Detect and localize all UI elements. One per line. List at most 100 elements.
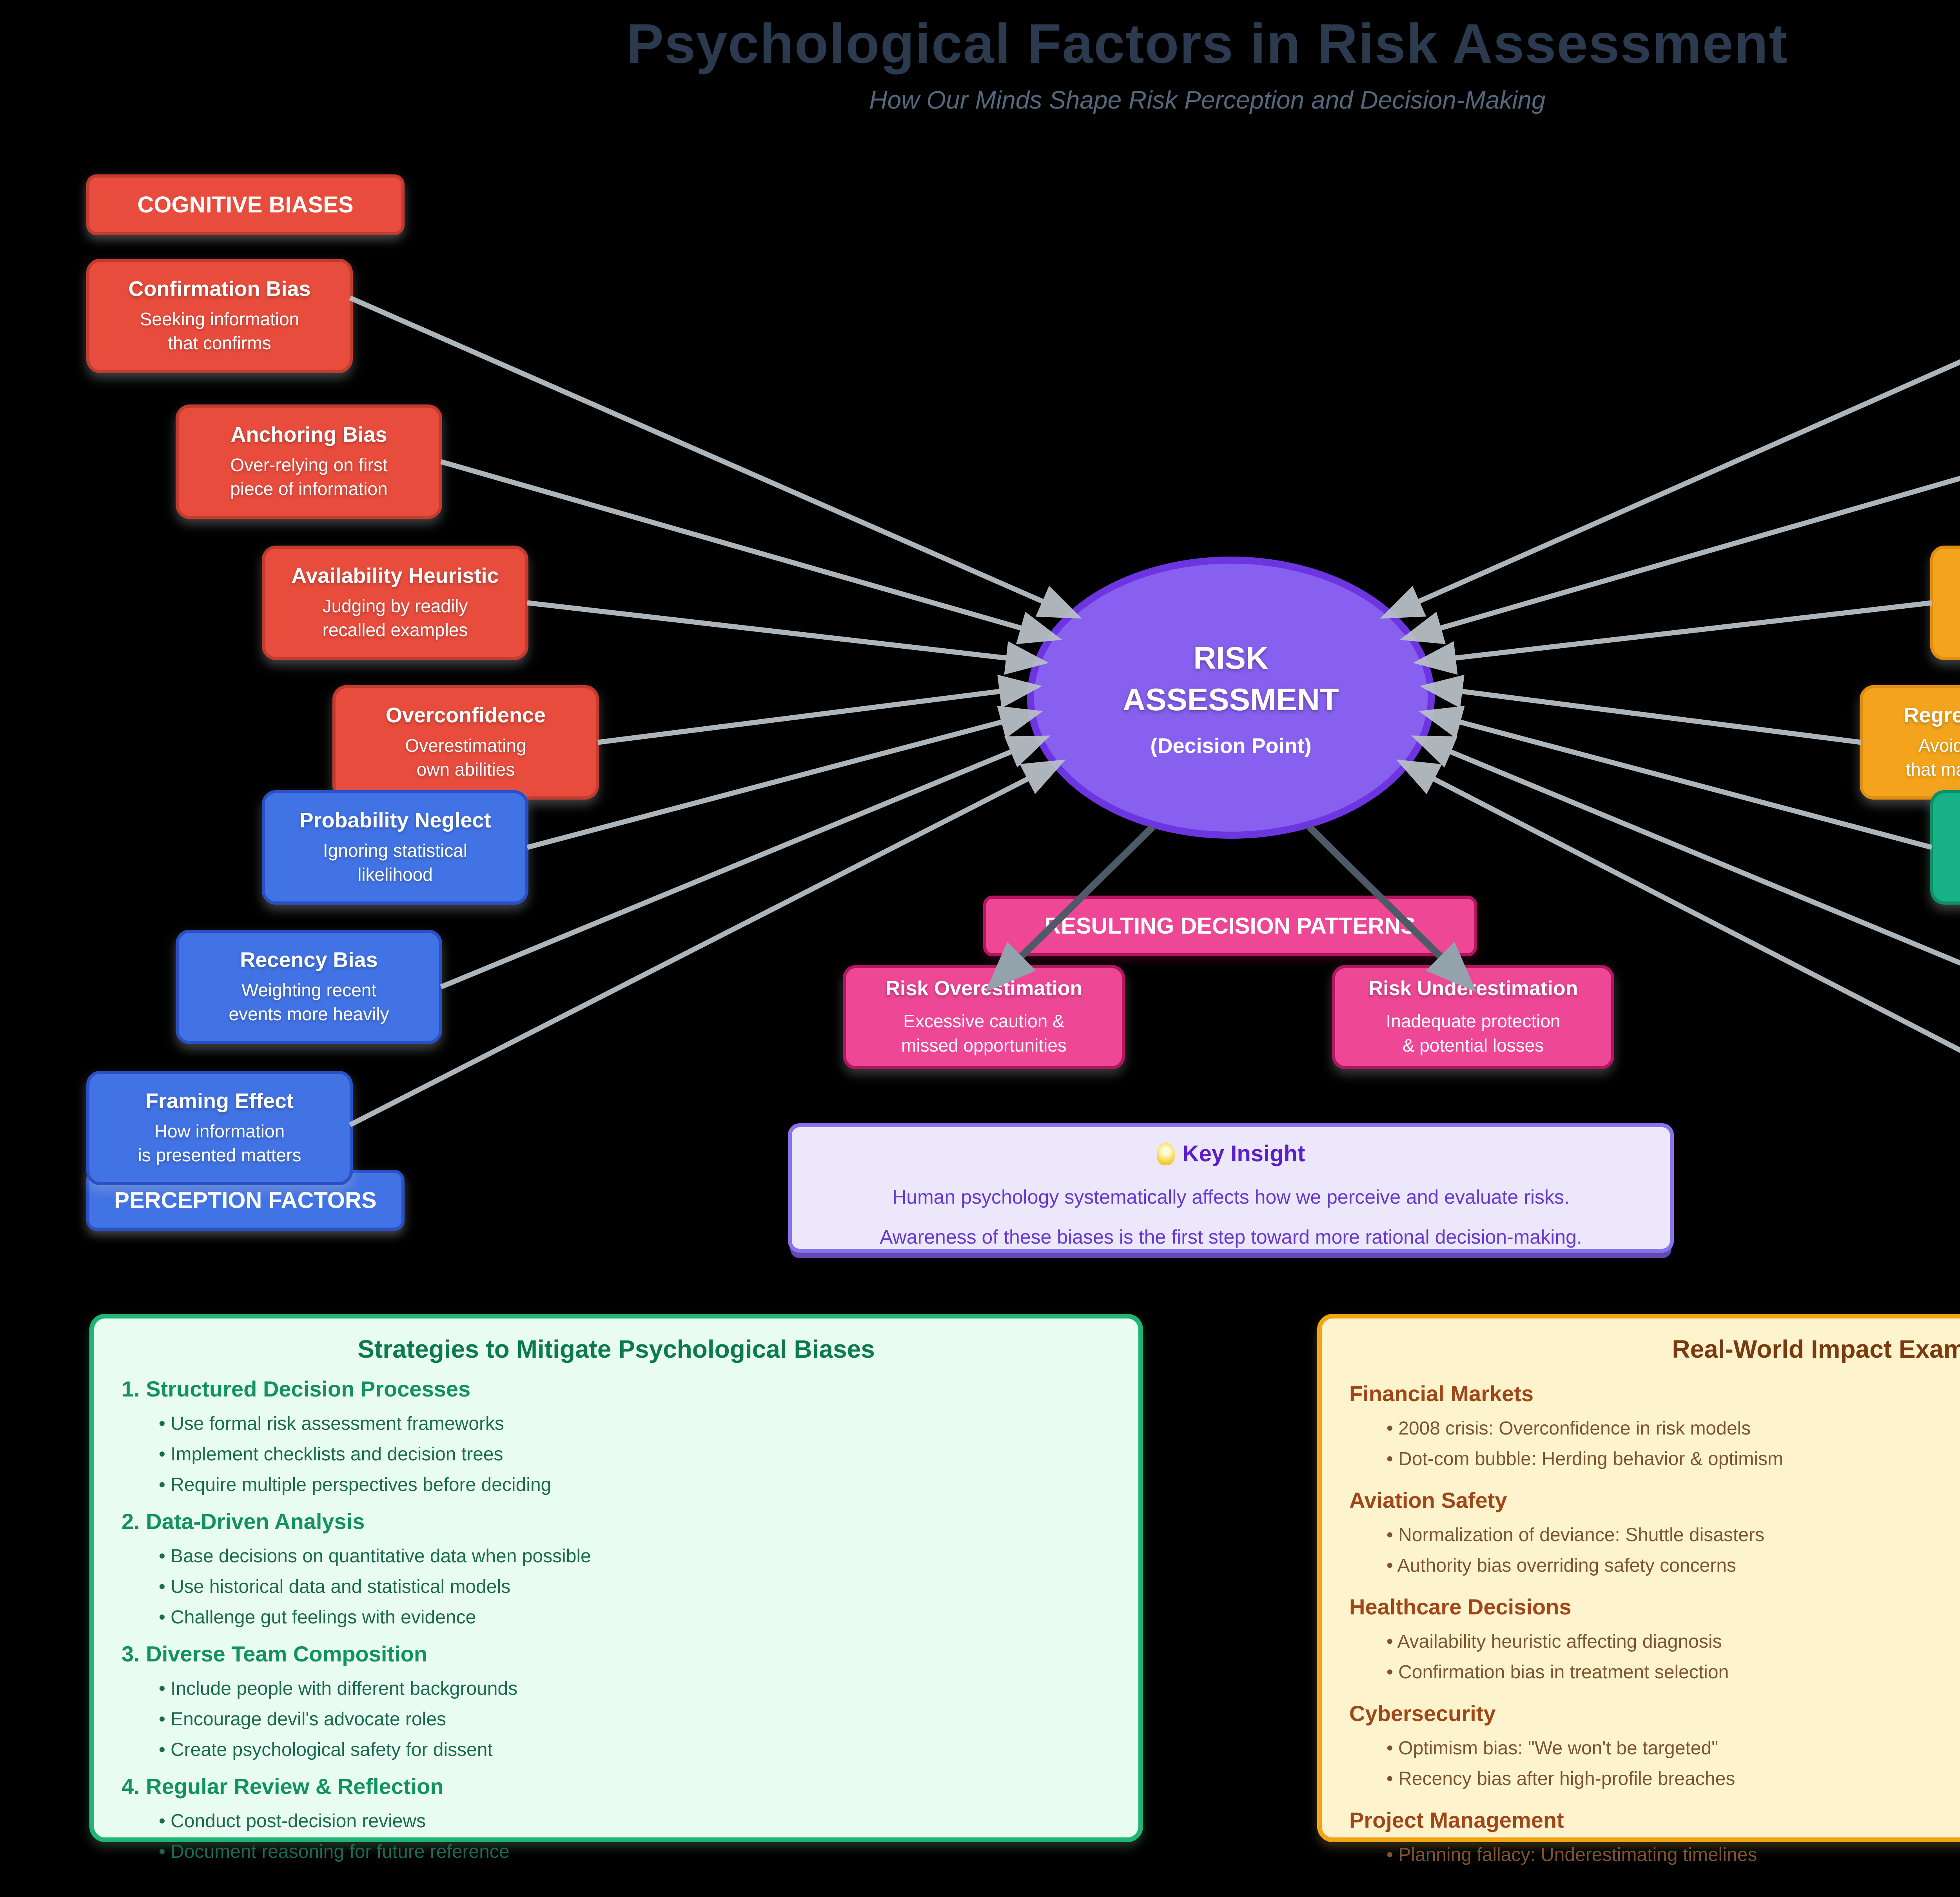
factor-framing-effect: Framing Effect How information is presen…: [86, 1071, 353, 1185]
box-risk-overestimation: Risk Overestimation Excessive caution & …: [843, 965, 1125, 1069]
decision-box-title: Risk Underestimation: [1368, 977, 1578, 1000]
factor-title: Overconfidence: [385, 704, 546, 727]
connector-line: [1413, 600, 1932, 675]
example-section-heading: Project Management: [1349, 1807, 1564, 1832]
center-node-line: ASSESSMENT: [1123, 682, 1339, 717]
header-resulting-decision-patterns: RESULTING DECISION PATTERNS: [983, 896, 1477, 956]
example-bullet: • Dot-com bubble: Herding behavior & opt…: [1387, 1448, 1783, 1469]
examples-panel: Real-World Impact Examples Financial Mar…: [1317, 1314, 1960, 1865]
key-insight-title: Key Insight: [1182, 1141, 1305, 1166]
connector-line: [1419, 675, 1862, 745]
factor-desc-line: events more heavily: [229, 1004, 389, 1024]
example-bullet: • Availability heuristic affecting diagn…: [1387, 1631, 1722, 1652]
strategy-bullet: • Conduct post-decision reviews: [159, 1810, 426, 1832]
center-node-line: RISK: [1193, 640, 1269, 676]
factor-title: Herding Behavior: [1943, 808, 1960, 832]
factor-desc-line: Losses feel worse: [1943, 594, 1960, 618]
center-node-subline: (Decision Point): [1150, 734, 1312, 758]
example-section-heading: Cybersecurity: [1349, 1701, 1496, 1726]
examples-panel-title: Real-World Impact Examples: [1672, 1335, 1960, 1363]
factor-desc-line: own abilities: [416, 759, 515, 780]
factor-title: Availability Heuristic: [291, 564, 499, 588]
factor-overconfidence: Overconfidence Overestimating own abilit…: [332, 685, 599, 800]
example-section-heading: Financial Markets: [1349, 1381, 1534, 1406]
connector-line: [440, 459, 1062, 644]
example-bullet: • Planning fallacy: Underestimating time…: [1387, 1844, 1757, 1865]
strategy-bullet: • Require multiple perspectives before d…: [159, 1474, 552, 1495]
factor-title: Framing Effect: [145, 1089, 294, 1113]
key-insight-title-row: Key Insight: [792, 1141, 1670, 1167]
key-insight-text: Human psychology systematically affects …: [892, 1186, 1570, 1208]
factor-desc-line: Weighting recent: [241, 980, 377, 1001]
example-bullet: • Optimism bias: "We won't be targeted": [1387, 1737, 1719, 1759]
factor-desc-line: Overestimating: [405, 735, 526, 756]
header-cognitive-biases: COGNITIVE BIASES: [86, 174, 405, 235]
strategy-section-heading: 1. Structured Decision Processes: [122, 1376, 471, 1401]
connector-line: [1380, 359, 1960, 619]
factor-probability-neglect: Probability Neglect Ignoring statistical…: [262, 790, 528, 905]
factor-desc-line: Avoiding decisions: [1918, 735, 1960, 756]
page-subtitle: How Our Minds Shape Risk Perception and …: [869, 86, 1546, 114]
factor-desc-line: Ignoring statistical: [323, 840, 468, 861]
example-section-heading: Aviation Safety: [1349, 1487, 1507, 1513]
factor-desc-line: than equal gains: [1943, 618, 1960, 642]
strategies-panel: Strategies to Mitigate Psychological Bia…: [89, 1314, 1143, 1862]
lightbulb-icon: [1156, 1142, 1175, 1165]
strategy-bullet: • Use formal risk assessment frameworks: [159, 1413, 504, 1434]
risk-assessment-node: RISK ASSESSMENT (Decision Point): [1027, 557, 1435, 839]
strategy-section-heading: 4. Regular Review & Reflection: [122, 1774, 444, 1799]
decision-box-line: & potential losses: [1402, 1035, 1544, 1056]
connector-line: [527, 600, 1049, 675]
strategy-bullet: • Challenge gut feelings with evidence: [159, 1607, 476, 1628]
connector-line: [526, 705, 1043, 850]
example-bullet: • 2008 crisis: Overconfidence in risk mo…: [1387, 1418, 1751, 1439]
factor-title: Regret Avoidance: [1904, 704, 1960, 727]
strategy-bullet: • Document reasoning for future referenc…: [159, 1841, 510, 1862]
strategy-bullet: • Encourage devil's advocate roles: [159, 1708, 446, 1730]
key-insight-text: Awareness of these biases is the first s…: [880, 1226, 1582, 1248]
page-title: Psychological Factors in Risk Assessment: [626, 13, 1788, 75]
factor-desc-line: Seeking information: [140, 309, 299, 330]
example-bullet: • Recency bias after high-profile breach…: [1387, 1768, 1735, 1789]
strategies-panel-title: Strategies to Mitigate Psychological Bia…: [358, 1335, 875, 1363]
factor-desc-line: likelihood: [358, 864, 433, 885]
factor-desc-line: recalled examples: [322, 620, 468, 640]
factor-desc-line: Judging by readily: [322, 596, 468, 617]
example-bullet: • Normalization of deviance: Shuttle dis…: [1387, 1524, 1764, 1545]
decision-box-line: Excessive caution &: [903, 1010, 1065, 1031]
factor-title: Confirmation Bias: [128, 277, 311, 301]
factor-regret-avoidance: Regret Avoidance Avoiding decisions that…: [1860, 685, 1960, 800]
strategy-section-heading: 2. Data-Driven Analysis: [122, 1509, 365, 1534]
strategy-bullet: • Include people with different backgrou…: [159, 1678, 518, 1699]
strategy-bullet: • Create psychological safety for dissen…: [159, 1739, 493, 1760]
factor-title: Anchoring Bias: [230, 423, 387, 447]
connector-line: [597, 675, 1042, 745]
connector-line: [1396, 759, 1960, 1053]
strategy-bullet: • Base decisions on quantitative data wh…: [159, 1545, 591, 1567]
factor-title: Recency Bias: [240, 948, 378, 972]
factor-desc-line: without analysis: [1943, 863, 1960, 887]
factor-desc-line: piece of information: [230, 479, 388, 499]
connector-line: [1419, 705, 1933, 850]
factor-title: Probability Neglect: [299, 809, 491, 832]
factor-desc-line: is presented matters: [138, 1145, 301, 1165]
factor-desc-line: Following the crowd: [1943, 839, 1960, 863]
factor-herding-behavior: Herding Behavior Following the crowd wit…: [1930, 790, 1960, 905]
factor-confirmation-bias: Confirmation Bias Seeking information th…: [86, 259, 353, 373]
factor-anchoring-bias: Anchoring Bias Over-relying on first pie…: [176, 404, 442, 519]
decision-box-line: Inadequate protection: [1386, 1010, 1561, 1031]
decision-box-line: missed opportunities: [901, 1035, 1067, 1056]
decision-box-title: Risk Overestimation: [885, 977, 1083, 1000]
strategy-bullet: • Use historical data and statistical mo…: [159, 1576, 511, 1597]
example-section-heading: Healthcare Decisions: [1349, 1594, 1572, 1619]
factor-desc-line: that confirms: [168, 333, 271, 353]
strategy-section-heading: 3. Diverse Team Composition: [122, 1641, 428, 1666]
factor-loss-aversion: Loss Aversion Losses feel worse than equ…: [1930, 546, 1960, 660]
factor-title: Loss Aversion: [1943, 564, 1960, 588]
factor-desc-line: How information: [154, 1121, 285, 1142]
box-risk-underestimation: Risk Underestimation Inadequate protecti…: [1332, 965, 1614, 1069]
example-bullet: • Authority bias overriding safety conce…: [1387, 1555, 1736, 1576]
factor-desc-line: that may cause regret: [1906, 759, 1960, 780]
strategy-bullet: • Implement checklists and decision tree…: [159, 1444, 503, 1465]
factor-availability-heuristic: Availability Heuristic Judging by readil…: [262, 546, 528, 660]
